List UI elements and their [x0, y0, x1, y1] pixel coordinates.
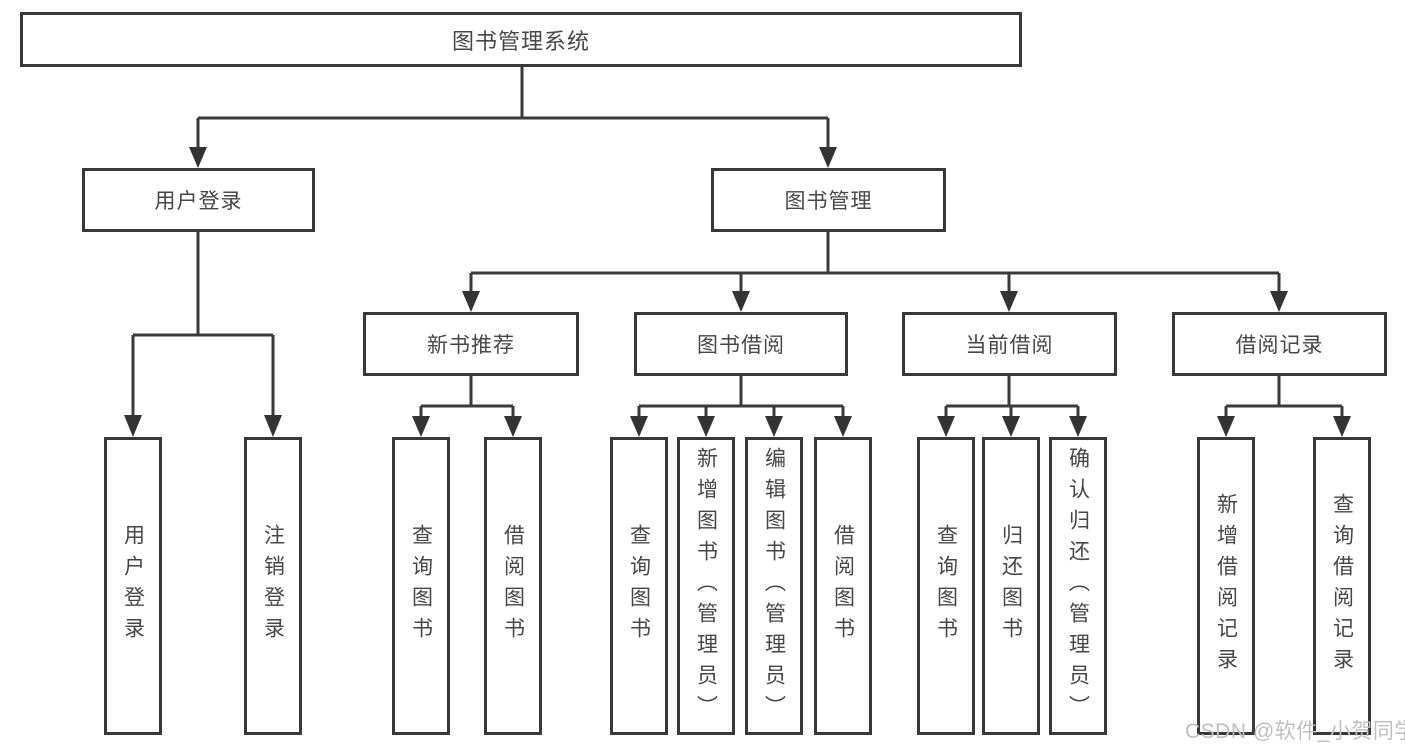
node-logout-action: 注销登录: [244, 437, 302, 735]
node-confirm-return-admin: 确认归还（管理员）: [1049, 437, 1107, 735]
node-query-borrow-record: 查询借阅记录: [1313, 437, 1371, 735]
node-book-management: 图书管理: [711, 168, 946, 232]
node-book-borrowing: 图书借阅: [634, 312, 848, 376]
node-current-borrowing: 当前借阅: [902, 312, 1117, 376]
connector-borrow-record-children: [1217, 375, 1351, 437]
node-label: 新书推荐: [427, 334, 515, 357]
node-add-borrow-record: 新增借阅记录: [1197, 437, 1255, 735]
connector-root-to-level2: [189, 67, 837, 168]
node-label: 借阅图书: [501, 524, 525, 648]
node-return-books: 归还图书: [982, 437, 1040, 735]
connector-user-login-children: [124, 232, 282, 437]
connector-current-borrow-children: [937, 375, 1087, 437]
node-current-query-books: 查询图书: [917, 437, 975, 735]
node-user-login-action: 用户登录: [104, 437, 162, 735]
node-label: 新增图书（管理员）: [694, 446, 718, 726]
node-recommend-query-books: 查询图书: [392, 437, 450, 735]
node-label: 新增借阅记录: [1214, 493, 1238, 679]
node-edit-books-admin: 编辑图书（管理员）: [745, 437, 803, 735]
node-label: 借阅记录: [1235, 334, 1324, 357]
node-label: 归还图书: [999, 524, 1023, 648]
node-label: 图书管理: [784, 190, 873, 213]
node-label: 当前借阅: [965, 334, 1054, 357]
node-add-books-admin: 新增图书（管理员）: [677, 437, 735, 735]
node-label: 确认归还（管理员）: [1066, 446, 1090, 726]
node-label: 用户登录: [154, 190, 243, 213]
node-label: 查询图书: [409, 524, 433, 648]
node-label: 借阅图书: [831, 524, 855, 648]
node-borrowing-records: 借阅记录: [1172, 312, 1387, 376]
node-label: 图书借阅: [697, 334, 785, 357]
node-borrow-books: 借阅图书: [814, 437, 872, 735]
node-label: 查询图书: [934, 524, 958, 648]
connector-book-mgmt-children: [462, 232, 1288, 312]
connector-new-book-children: [412, 375, 522, 437]
node-user-login-module: 用户登录: [82, 168, 315, 232]
node-label: 用户登录: [121, 524, 145, 648]
node-label: 注销登录: [261, 524, 285, 648]
csdn-watermark: CSDN @软件_小贺同学: [1185, 720, 1405, 743]
node-borrowing-query-books: 查询图书: [610, 437, 668, 735]
node-label: 图书管理系统: [451, 28, 590, 54]
node-recommend-borrow-books: 借阅图书: [484, 437, 542, 735]
node-label: 查询图书: [627, 524, 651, 648]
node-label: 查询借阅记录: [1330, 493, 1354, 679]
node-new-book-recommend: 新书推荐: [363, 312, 579, 376]
node-library-system: 图书管理系统: [20, 12, 1022, 67]
connector-book-borrow-children: [630, 375, 852, 437]
node-label: 编辑图书（管理员）: [762, 446, 786, 726]
